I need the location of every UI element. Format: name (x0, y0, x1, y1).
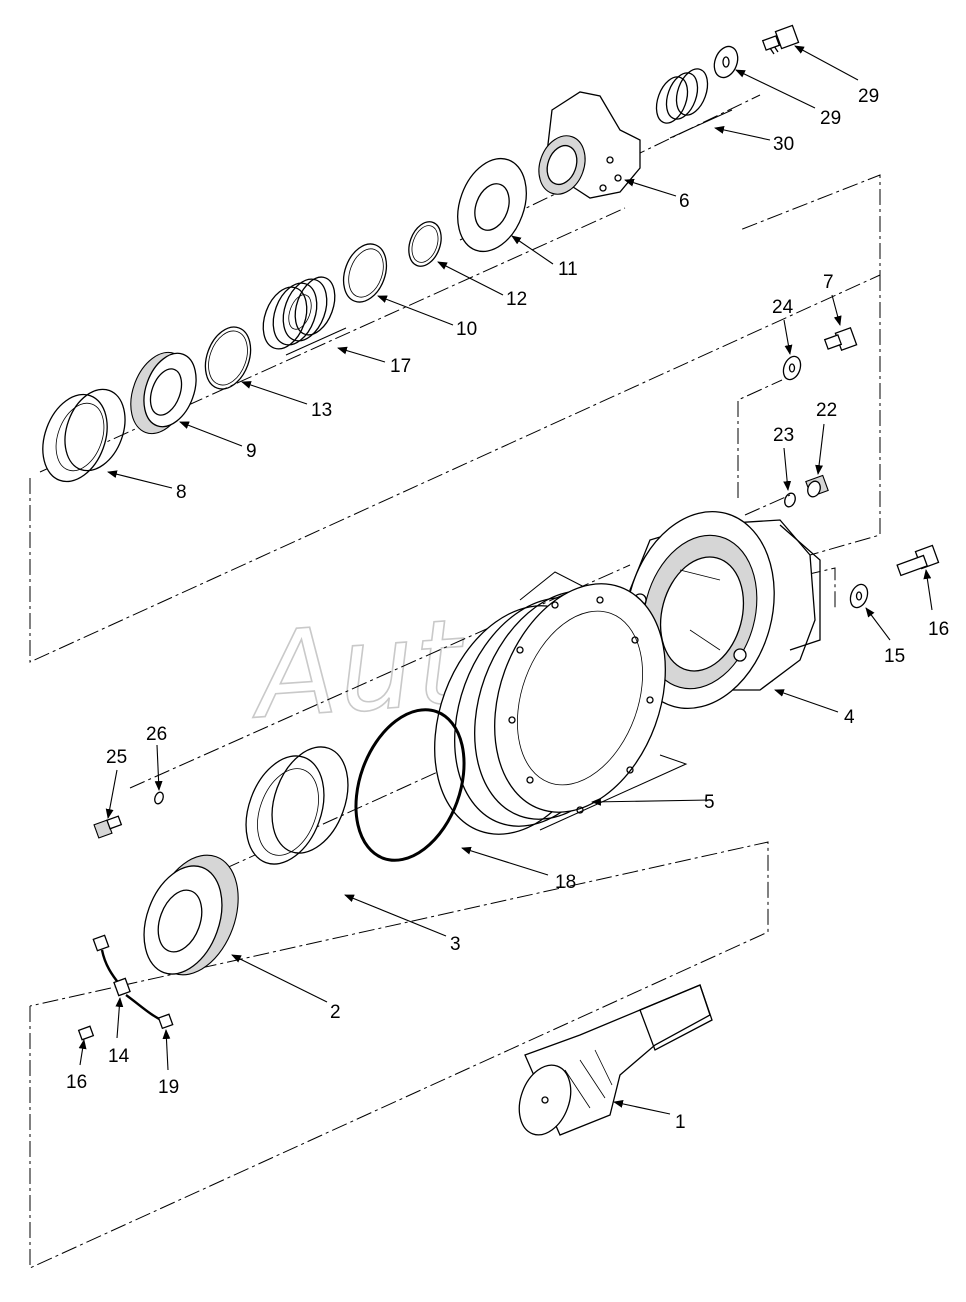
pinion-gear-1 (518, 984, 713, 1136)
assembly-outlines (29, 174, 881, 1269)
callout-labels: 29 29 30 6 11 12 10 17 13 9 8 7 24 22 23… (66, 86, 949, 1133)
o-ring-26 (154, 791, 164, 805)
plug-22 (805, 474, 829, 498)
callout-7: 7 (823, 272, 834, 293)
group-brackets (285, 109, 733, 831)
callout-4: 4 (844, 707, 855, 728)
callout-18: 18 (555, 872, 576, 893)
callout-1: 1 (675, 1112, 686, 1133)
callout-16-left: 16 (66, 1072, 87, 1093)
bolt-16-right (896, 544, 940, 577)
leader-lines (78, 45, 933, 1115)
callout-16-right: 16 (928, 619, 949, 640)
callout-3: 3 (450, 934, 461, 955)
callout-26: 26 (146, 724, 167, 745)
tube-assembly (92, 934, 174, 1030)
callout-19: 19 (158, 1077, 179, 1098)
callout-6: 6 (679, 191, 690, 212)
callout-31: 30 (773, 134, 794, 155)
callout-2: 2 (330, 1002, 341, 1023)
bolt-7 (823, 326, 858, 352)
bearing-cone-2 (143, 854, 239, 976)
callout-13: 13 (311, 400, 332, 421)
callout-17: 17 (390, 356, 411, 377)
elbow-fitting-25 (93, 815, 123, 839)
callout-12: 12 (506, 289, 527, 310)
callout-24: 24 (772, 297, 794, 318)
o-ring-18 (354, 708, 466, 862)
axis-lines (39, 94, 791, 881)
bearing-cup-8 (42, 388, 126, 483)
shim-13 (204, 326, 252, 390)
callout-9: 9 (246, 441, 257, 462)
callout-10: 10 (456, 319, 477, 340)
ring-10 (342, 243, 388, 303)
yoke-6 (538, 91, 641, 199)
callout-30: 29 (820, 108, 841, 129)
snap-ring-12 (408, 221, 442, 267)
bearing-cone-9 (130, 351, 197, 435)
callout-23: 23 (773, 425, 794, 446)
seal-11 (457, 157, 527, 253)
callout-8: 8 (176, 482, 187, 503)
washer-24 (782, 355, 802, 381)
plug-16-left (77, 1025, 95, 1041)
callout-15: 15 (884, 646, 905, 667)
washer-30 (713, 45, 739, 79)
washer-15 (849, 583, 869, 609)
callout-14: 14 (108, 1046, 130, 1067)
callout-25: 25 (106, 747, 127, 768)
bearing-cup-3 (245, 746, 349, 865)
callout-5: 5 (704, 792, 715, 813)
callout-29: 29 (858, 86, 879, 107)
o-ring-23 (784, 492, 796, 508)
callout-11: 11 (558, 259, 578, 280)
gasket-pack-5 (434, 583, 666, 835)
springs-31 (655, 68, 709, 124)
callout-22: 22 (816, 400, 837, 421)
spring-stack-17 (262, 276, 336, 350)
bolt-29 (761, 24, 800, 55)
